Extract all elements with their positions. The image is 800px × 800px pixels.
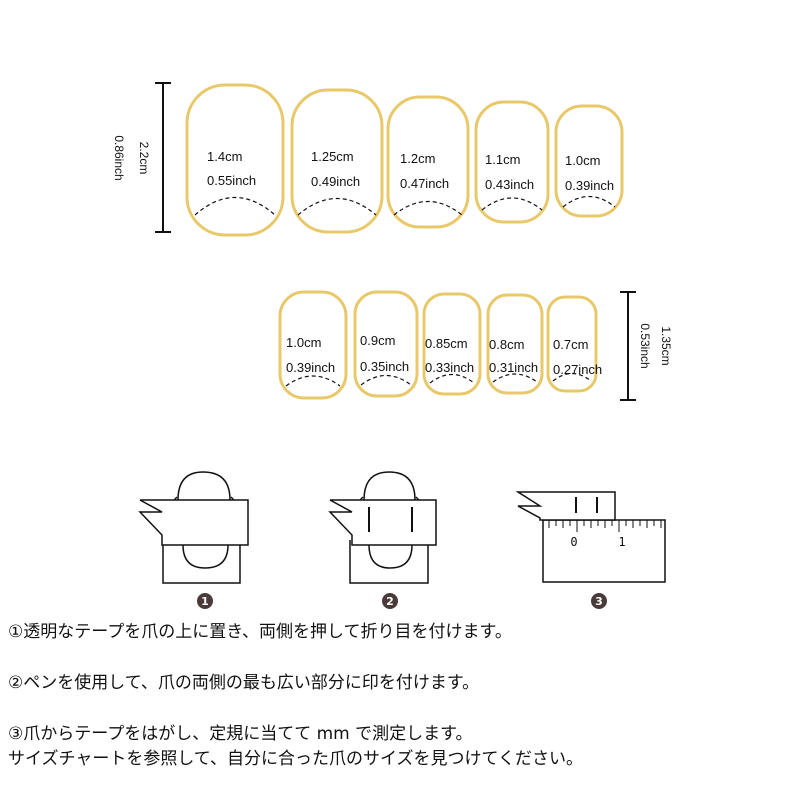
nail-width-inch: 0.49inch [311, 174, 360, 189]
top-length-inch: 0.86inch [112, 135, 126, 180]
nail-bottom-1: 1.0cm 0.39inch [278, 290, 348, 400]
nail-bottom-2: 0.9cm 0.35inch [353, 290, 419, 398]
step-1-number: 1 [201, 595, 209, 608]
step-3-badge: 3 [591, 593, 607, 609]
bottom-length-cm: 1.35cm [659, 326, 673, 365]
step-2-badge: 2 [382, 593, 398, 609]
instruction-step-1: ①透明なテープを爪の上に置き、両側を押して折り目を付けます。 [8, 622, 512, 642]
nail-width-inch: 0.47inch [400, 176, 449, 191]
nail-width-inch: 0.43inch [485, 177, 534, 192]
nail-width-cm: 1.0cm [565, 153, 600, 168]
instruction-step-2: ②ペンを使用して、爪の両側の最も広い部分に印を付けます。 [8, 673, 480, 693]
bottom-length-inch: 0.53inch [638, 323, 652, 368]
nail-width-cm: 0.85cm [425, 336, 468, 351]
nail-width-inch: 0.39inch [565, 178, 614, 193]
nail-width-inch: 0.39inch [286, 360, 335, 375]
bottom-nail-row: 1.0cm 0.39inch 0.9cm 0.35inch 0.85cm 0.3… [278, 290, 602, 400]
nail-width-cm: 0.9cm [360, 333, 395, 348]
nail-width-inch: 0.55inch [207, 173, 256, 188]
nail-width-inch: 0.31inch [489, 360, 538, 375]
top-length-cm: 2.2cm [137, 142, 151, 175]
nail-bottom-3: 0.85cm 0.33inch [422, 292, 482, 396]
nail-width-inch: 0.33inch [425, 360, 474, 375]
nail-width-cm: 0.8cm [489, 337, 524, 352]
ruler-tick-label: 0 [570, 535, 577, 549]
ruler-ticks [548, 520, 662, 532]
top-length-dimension: 2.2cm 0.86inch [112, 82, 171, 233]
nail-width-cm: 1.25cm [311, 149, 354, 164]
ruler-tick-label: 1 [618, 535, 625, 549]
nail-width-cm: 1.4cm [207, 149, 242, 164]
top-nail-row: 1.4cm 0.55inch 1.25cm 0.49inch 1.2cm 0.4… [185, 83, 624, 237]
instruction-step-3-note: サイズチャートを参照して、自分に合った爪のサイズを見つけてください。 [8, 749, 583, 769]
nail-width-cm: 0.7cm [553, 337, 588, 352]
nail-bottom-4: 0.8cm 0.31inch [486, 293, 544, 395]
nail-width-cm: 1.2cm [400, 151, 435, 166]
nail-width-inch: 0.27inch [553, 362, 602, 377]
nail-size-diagram: 1.4cm 0.55inch 1.25cm 0.49inch 1.2cm 0.4… [112, 82, 673, 609]
step-1-illustration [138, 471, 249, 584]
ruler [542, 519, 666, 583]
bottom-length-dimension: 1.35cm 0.53inch [620, 291, 673, 401]
step-3-number: 3 [595, 595, 603, 608]
nail-bottom-5: 0.7cm 0.27inch [546, 295, 602, 393]
nail-top-1: 1.4cm 0.55inch [185, 83, 285, 237]
nail-top-5: 1.0cm 0.39inch [554, 104, 624, 218]
step-2-illustration [328, 471, 437, 584]
nail-top-2: 1.25cm 0.49inch [290, 88, 384, 234]
step-1-badge: 1 [197, 593, 213, 609]
nail-width-cm: 1.0cm [286, 335, 321, 350]
step-3-illustration [515, 491, 666, 583]
step-2-number: 2 [386, 595, 394, 608]
nail-width-inch: 0.35inch [360, 359, 409, 374]
instruction-step-3: ③爪からテープをはがし、定規に当てて mm で測定します。 [8, 724, 473, 744]
instructions: ①透明なテープを爪の上に置き、両側を押して折り目を付けます。 ②ペンを使用して、… [8, 620, 794, 772]
nail-top-3: 1.2cm 0.47inch [386, 95, 470, 229]
nail-width-cm: 1.1cm [485, 152, 520, 167]
nail-top-4: 1.1cm 0.43inch [474, 100, 550, 224]
